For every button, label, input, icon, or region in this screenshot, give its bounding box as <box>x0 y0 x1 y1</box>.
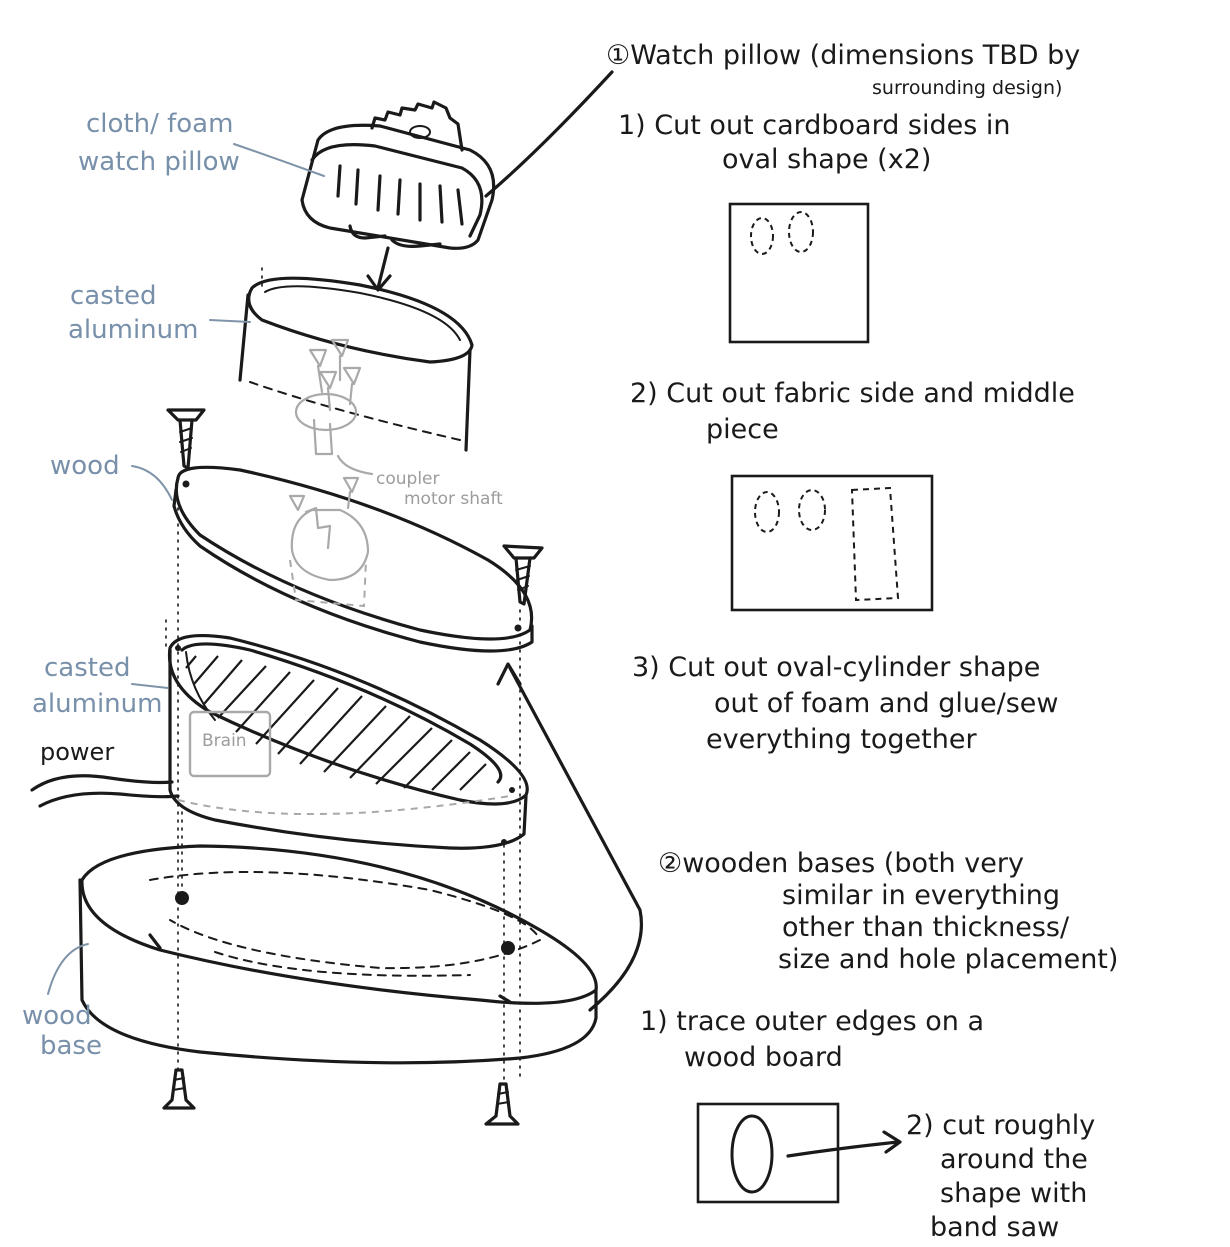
wood-base-leader <box>47 943 89 995</box>
label-casted-top-line2: aluminum <box>68 315 198 345</box>
s2-step2-line4: band saw <box>930 1212 1059 1243</box>
hatched-recess <box>185 655 487 791</box>
section1-title: ①Watch pillow (dimensions TBD by <box>606 40 1080 71</box>
label-wood: wood <box>50 451 120 481</box>
wood-plate-drawing <box>172 465 534 653</box>
casted-mid-leader <box>131 683 169 689</box>
pillow-leader-line <box>484 70 614 198</box>
base-to-plate-arrow <box>496 662 643 1012</box>
label-wood-base-line1: wood <box>22 1001 92 1031</box>
motor-drawing <box>288 476 370 608</box>
pillow-to-housing-arrow <box>366 246 392 292</box>
label-wood-base-line2: base <box>40 1031 102 1061</box>
s1-step2-line2: piece <box>706 414 779 445</box>
label-brain: Brain <box>202 731 247 751</box>
screw-top-right <box>502 544 544 606</box>
s1-step2-line1: 2) Cut out fabric side and middle <box>630 378 1075 409</box>
section2-line2: similar in everything <box>782 880 1060 911</box>
s1-step3-line1: 3) Cut out oval-cylinder shape <box>632 652 1040 683</box>
label-casted-mid-line1: casted <box>44 653 130 683</box>
s2-step1-line1: 1) trace outer edges on a <box>640 1006 984 1037</box>
trace-board-diagram <box>696 1102 902 1204</box>
brain-box <box>188 710 272 778</box>
label-casted-top-line1: casted <box>70 281 156 311</box>
s1-step1-line2: oval shape (x2) <box>722 144 931 175</box>
s1-step3-line3: everything together <box>706 724 977 755</box>
screw-bottom-left <box>162 1068 196 1110</box>
section2-line4: size and hole placement) <box>778 944 1118 975</box>
label-power: power <box>40 738 114 766</box>
s1-step3-line2: out of foam and glue/sew <box>714 688 1058 719</box>
label-coupler: coupler <box>376 469 439 489</box>
s2-step2-line1: 2) cut roughly <box>906 1110 1095 1141</box>
cardboard-sides-diagram <box>728 202 870 344</box>
cloth-foam-leader <box>233 143 325 177</box>
section1-title-cont: surrounding design) <box>872 77 1062 99</box>
s2-step1-line2: wood board <box>684 1042 843 1073</box>
s2-step2-line2: around the <box>940 1144 1088 1175</box>
wood-leader <box>131 465 173 501</box>
screw-top-left <box>166 408 206 470</box>
top-casted-aluminum-drawing <box>238 267 474 452</box>
s2-step2-line3: shape with <box>940 1178 1087 1209</box>
section2-line3: other than thickness/ <box>782 912 1070 943</box>
top-housing-screws <box>308 338 362 412</box>
fabric-pieces-diagram <box>730 474 934 612</box>
label-cloth-foam-line2: watch pillow <box>78 147 240 177</box>
casted-top-leader <box>209 319 251 323</box>
wood-base-drawing <box>78 844 598 1065</box>
s1-step1-line1: 1) Cut out cardboard sides in <box>618 110 1011 141</box>
section2-line1: ②wooden bases (both very <box>658 848 1024 879</box>
label-casted-mid-line2: aluminum <box>32 689 162 719</box>
screw-bottom-right <box>484 1082 520 1126</box>
power-cable <box>30 774 180 808</box>
coupler-drawing <box>294 392 374 476</box>
label-motor-shaft: motor shaft <box>404 489 503 509</box>
alignment-lines <box>165 499 521 1081</box>
watch-pillow-drawing <box>300 100 496 250</box>
label-cloth-foam-line1: cloth/ foam <box>86 109 233 139</box>
middle-casted-aluminum-drawing <box>167 633 529 850</box>
